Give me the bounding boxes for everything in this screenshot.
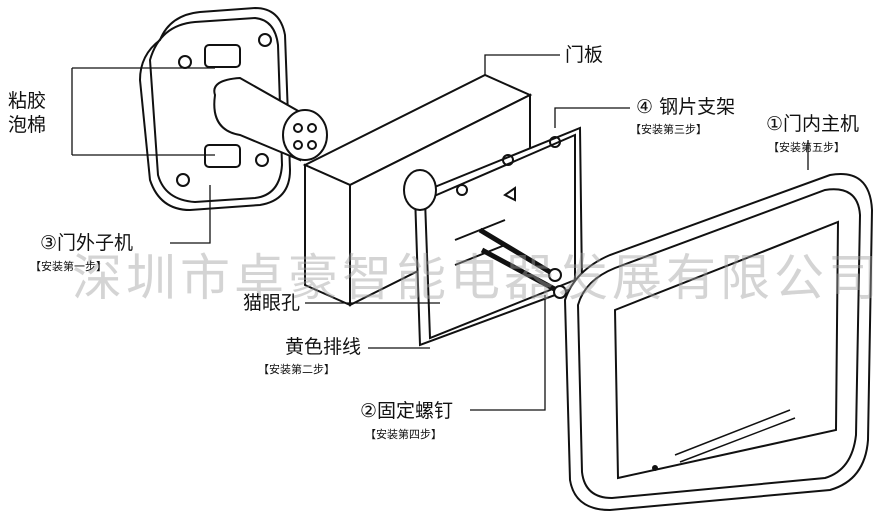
leader-lines: [71, 54, 809, 411]
indoor-unit-label: ①门内主机: [766, 113, 860, 135]
outdoor-unit-drawing: [138, 6, 328, 212]
peephole-label: 猫眼孔: [243, 292, 301, 314]
screws-label: ②固定螺钉: [360, 400, 454, 422]
cable-step: 【安装第二步】: [258, 363, 335, 376]
cable-label: 黄色排线: [285, 336, 362, 358]
watermark: 深圳市卓豪智能电器发展有限公司: [72, 249, 882, 307]
steel-bracket-drawing: [403, 126, 584, 347]
outdoor-unit-step: 【安装第一步】: [30, 260, 107, 273]
foam-label-line1: 粘胶: [8, 90, 47, 112]
outdoor-unit-label: ③门外子机: [40, 232, 134, 254]
indoor-unit-step: 【安装第五步】: [768, 141, 845, 154]
indoor-unit-drawing: [563, 173, 874, 512]
bracket-label: ④ 钢片支架: [636, 96, 736, 118]
screws-step: 【安装第四步】: [365, 428, 442, 441]
foam-label-line2: 泡棉: [8, 114, 47, 136]
bracket-step: 【安装第三步】: [630, 123, 707, 136]
door-panel-label: 门板: [565, 44, 604, 66]
